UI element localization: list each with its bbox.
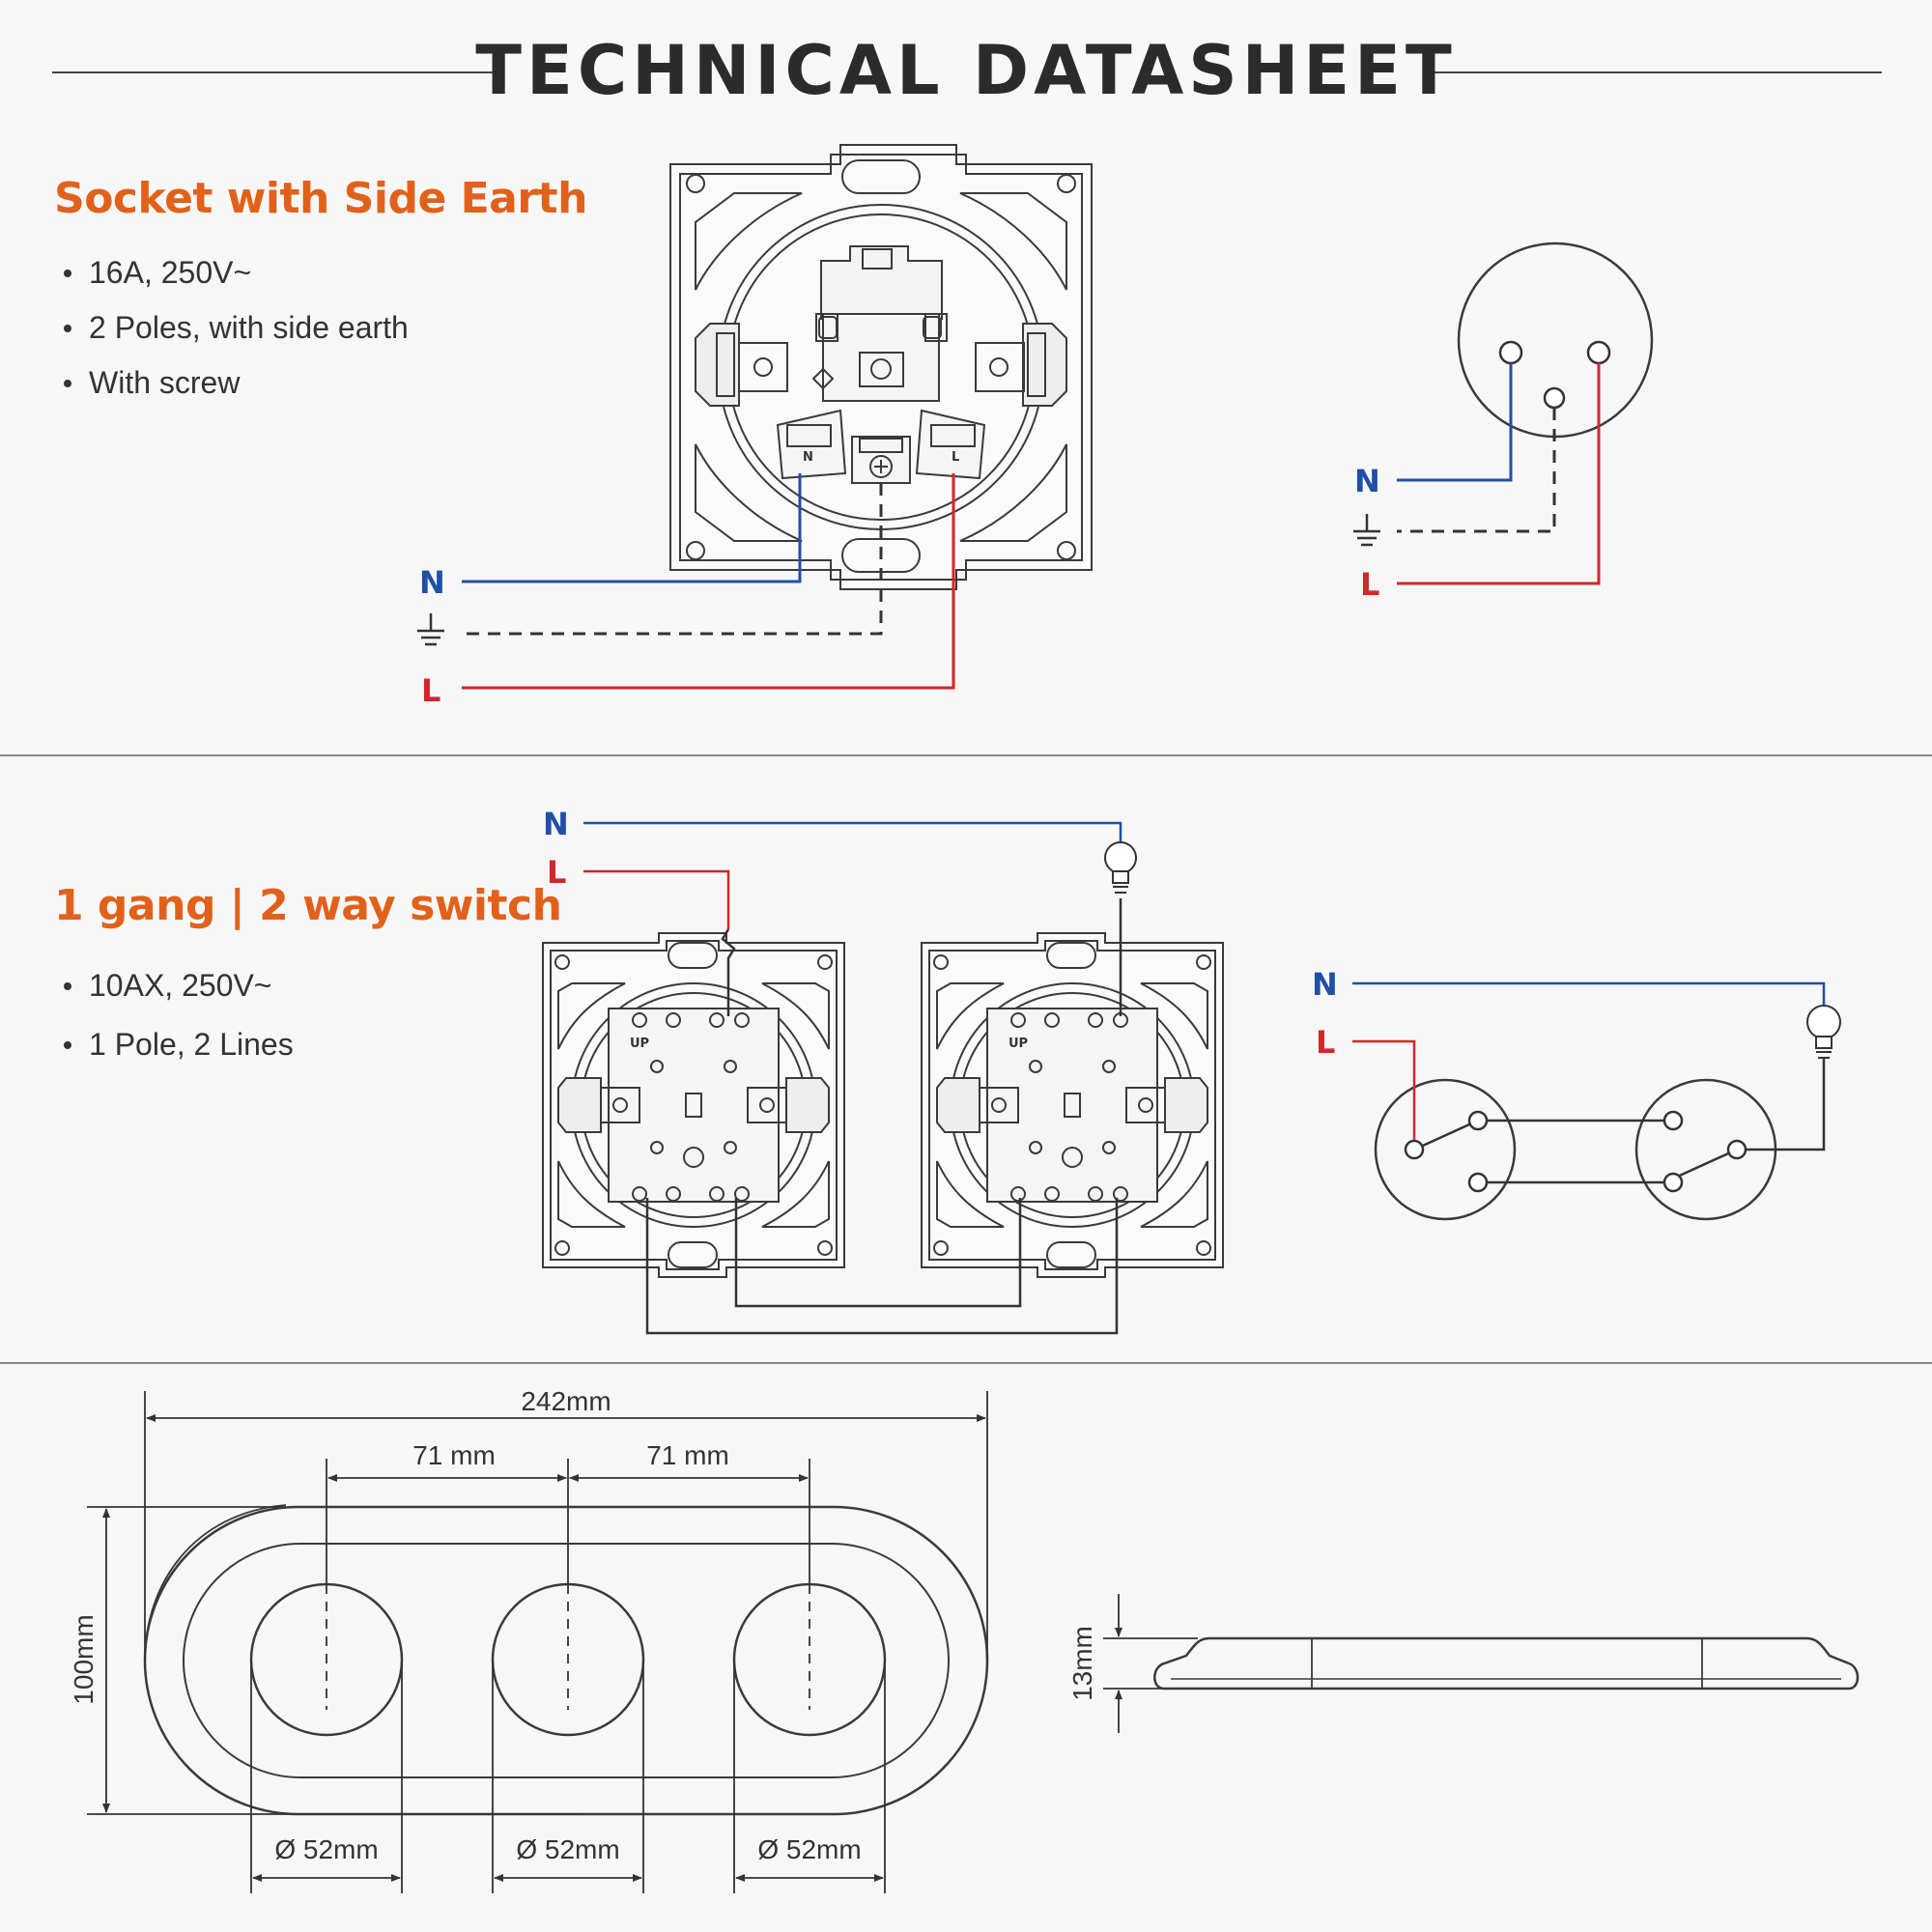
socket-terminal-n-label: N (803, 450, 813, 465)
diameter-1-label: Ø 52mm (274, 1834, 378, 1864)
overall-width-label: 242mm (521, 1386, 611, 1416)
socket-spec-item: 2 Poles, with side earth (60, 300, 409, 355)
switch-wiring (583, 821, 1122, 1335)
socket-spec-item: With screw (60, 355, 409, 411)
depth-label: 13mm (1067, 1626, 1097, 1701)
switch-heading: 1 gang | 2 way switch (54, 881, 562, 930)
socket-wire-l-label: L (421, 672, 440, 709)
switch-spec-item: 1 Pole, 2 Lines (60, 1017, 294, 1072)
socket-schematic-n-label: N (1354, 463, 1380, 499)
socket-schematic-l-label: L (1360, 566, 1379, 603)
switch-2-up-label: UP (1009, 1037, 1028, 1051)
socket-spec-list: 16A, 250V~ 2 Poles, with side earth With… (60, 245, 409, 411)
socket-schematic (1397, 242, 1654, 585)
pitch-1-label: 71 mm (412, 1440, 496, 1470)
switch-wire-n-label: N (543, 806, 569, 842)
diameter-2-label: Ø 52mm (516, 1834, 619, 1864)
switch-schematic-lamp-icon (1806, 1005, 1841, 1059)
title-rule-right (1432, 71, 1882, 73)
switch-schematic-n-label: N (1312, 966, 1338, 1003)
switch-mechanism-1 (542, 932, 845, 1278)
socket-wire-n-label: N (419, 564, 445, 601)
page-title: TECHNICAL DATASHEET (475, 31, 1457, 110)
socket-earth-symbol (417, 613, 444, 646)
socket-wiring (462, 473, 955, 690)
frame-side-view (1153, 1636, 1860, 1690)
height-label: 100mm (69, 1614, 99, 1704)
switch-1-up-label: UP (630, 1037, 649, 1051)
switch-schematic-l-label: L (1316, 1024, 1335, 1061)
socket-terminal-l-label: L (952, 450, 959, 465)
socket-mechanism-drawing (669, 144, 1093, 590)
title-rule-left (52, 71, 502, 73)
frame-front-view (143, 1504, 989, 1816)
switch-spec-item: 10AX, 250V~ (60, 958, 294, 1013)
diameter-3-label: Ø 52mm (757, 1834, 861, 1864)
switch-lamp-icon (1104, 841, 1137, 894)
section-divider-1 (0, 754, 1932, 756)
pitch-2-label: 71 mm (646, 1440, 729, 1470)
switch-schematic (1352, 981, 1826, 1221)
dimension-lines (87, 1391, 1198, 1893)
switch-mechanism-2 (921, 932, 1224, 1278)
socket-schematic-earth-symbol (1353, 514, 1380, 547)
switch-spec-list: 10AX, 250V~ 1 Pole, 2 Lines (60, 958, 294, 1072)
section-divider-2 (0, 1362, 1932, 1364)
socket-spec-item: 16A, 250V~ (60, 245, 409, 300)
switch-wire-l-label: L (547, 854, 566, 891)
socket-heading: Socket with Side Earth (54, 174, 587, 223)
